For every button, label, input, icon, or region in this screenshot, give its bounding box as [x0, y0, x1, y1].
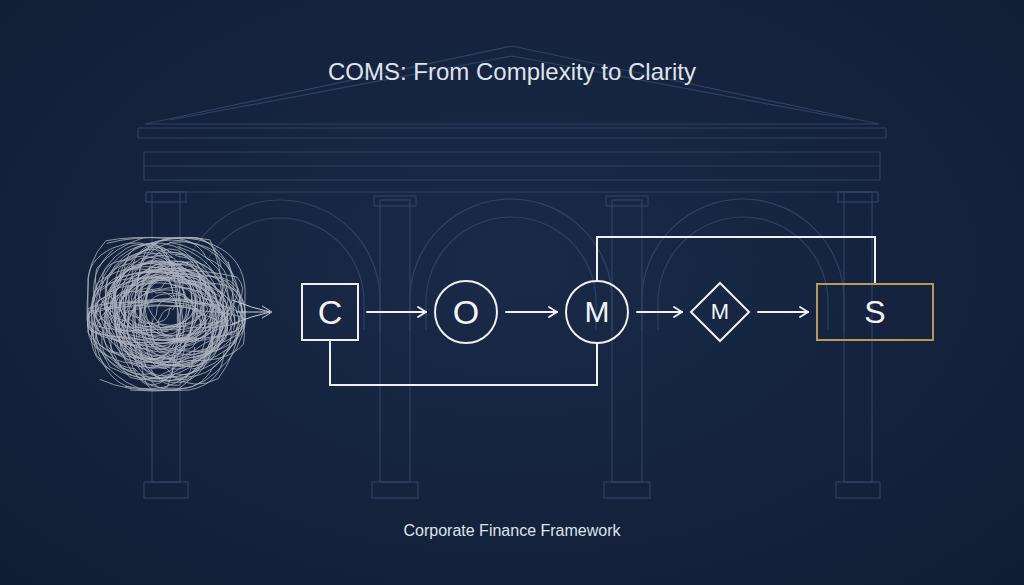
temple-outline	[138, 46, 886, 498]
scribble-stroke	[117, 262, 214, 378]
tangle-scribble	[87, 237, 245, 391]
scribble-stroke	[126, 275, 196, 327]
node-letter: S	[864, 296, 885, 328]
scribble-stroke	[87, 242, 223, 359]
scribble-stroke	[137, 237, 223, 382]
outline-shape	[566, 281, 628, 343]
bracket-connector	[330, 341, 597, 385]
process-circle: O	[434, 280, 498, 344]
node-letter: M	[585, 297, 610, 327]
flow-arrow	[367, 311, 426, 313]
outline-shape	[691, 283, 749, 341]
outline-shape	[435, 281, 497, 343]
diagram-caption: Corporate Finance Framework	[0, 522, 1024, 540]
scribble-stroke	[158, 305, 201, 340]
flow-arrow	[758, 311, 808, 313]
node-letter: M	[711, 301, 729, 323]
scribble-stroke	[87, 299, 242, 344]
process-circle: M	[565, 280, 629, 344]
process-box: S	[816, 283, 934, 341]
process-box: C	[301, 283, 359, 341]
scribble-stroke	[105, 240, 234, 360]
scribble-stroke	[94, 238, 246, 379]
decision-diamond: M	[690, 282, 750, 342]
bracket-connector	[597, 237, 875, 283]
flow-arrow	[637, 311, 682, 313]
tangle-funnel	[232, 300, 272, 324]
node-letter: C	[318, 295, 343, 329]
diagram-title: COMS: From Complexity to Clarity	[0, 58, 1024, 86]
scribble-stroke	[91, 244, 213, 391]
node-letter: O	[453, 295, 479, 329]
scribble-stroke	[94, 301, 217, 345]
scribble-stroke	[113, 249, 204, 359]
flow-arrow	[506, 311, 557, 313]
